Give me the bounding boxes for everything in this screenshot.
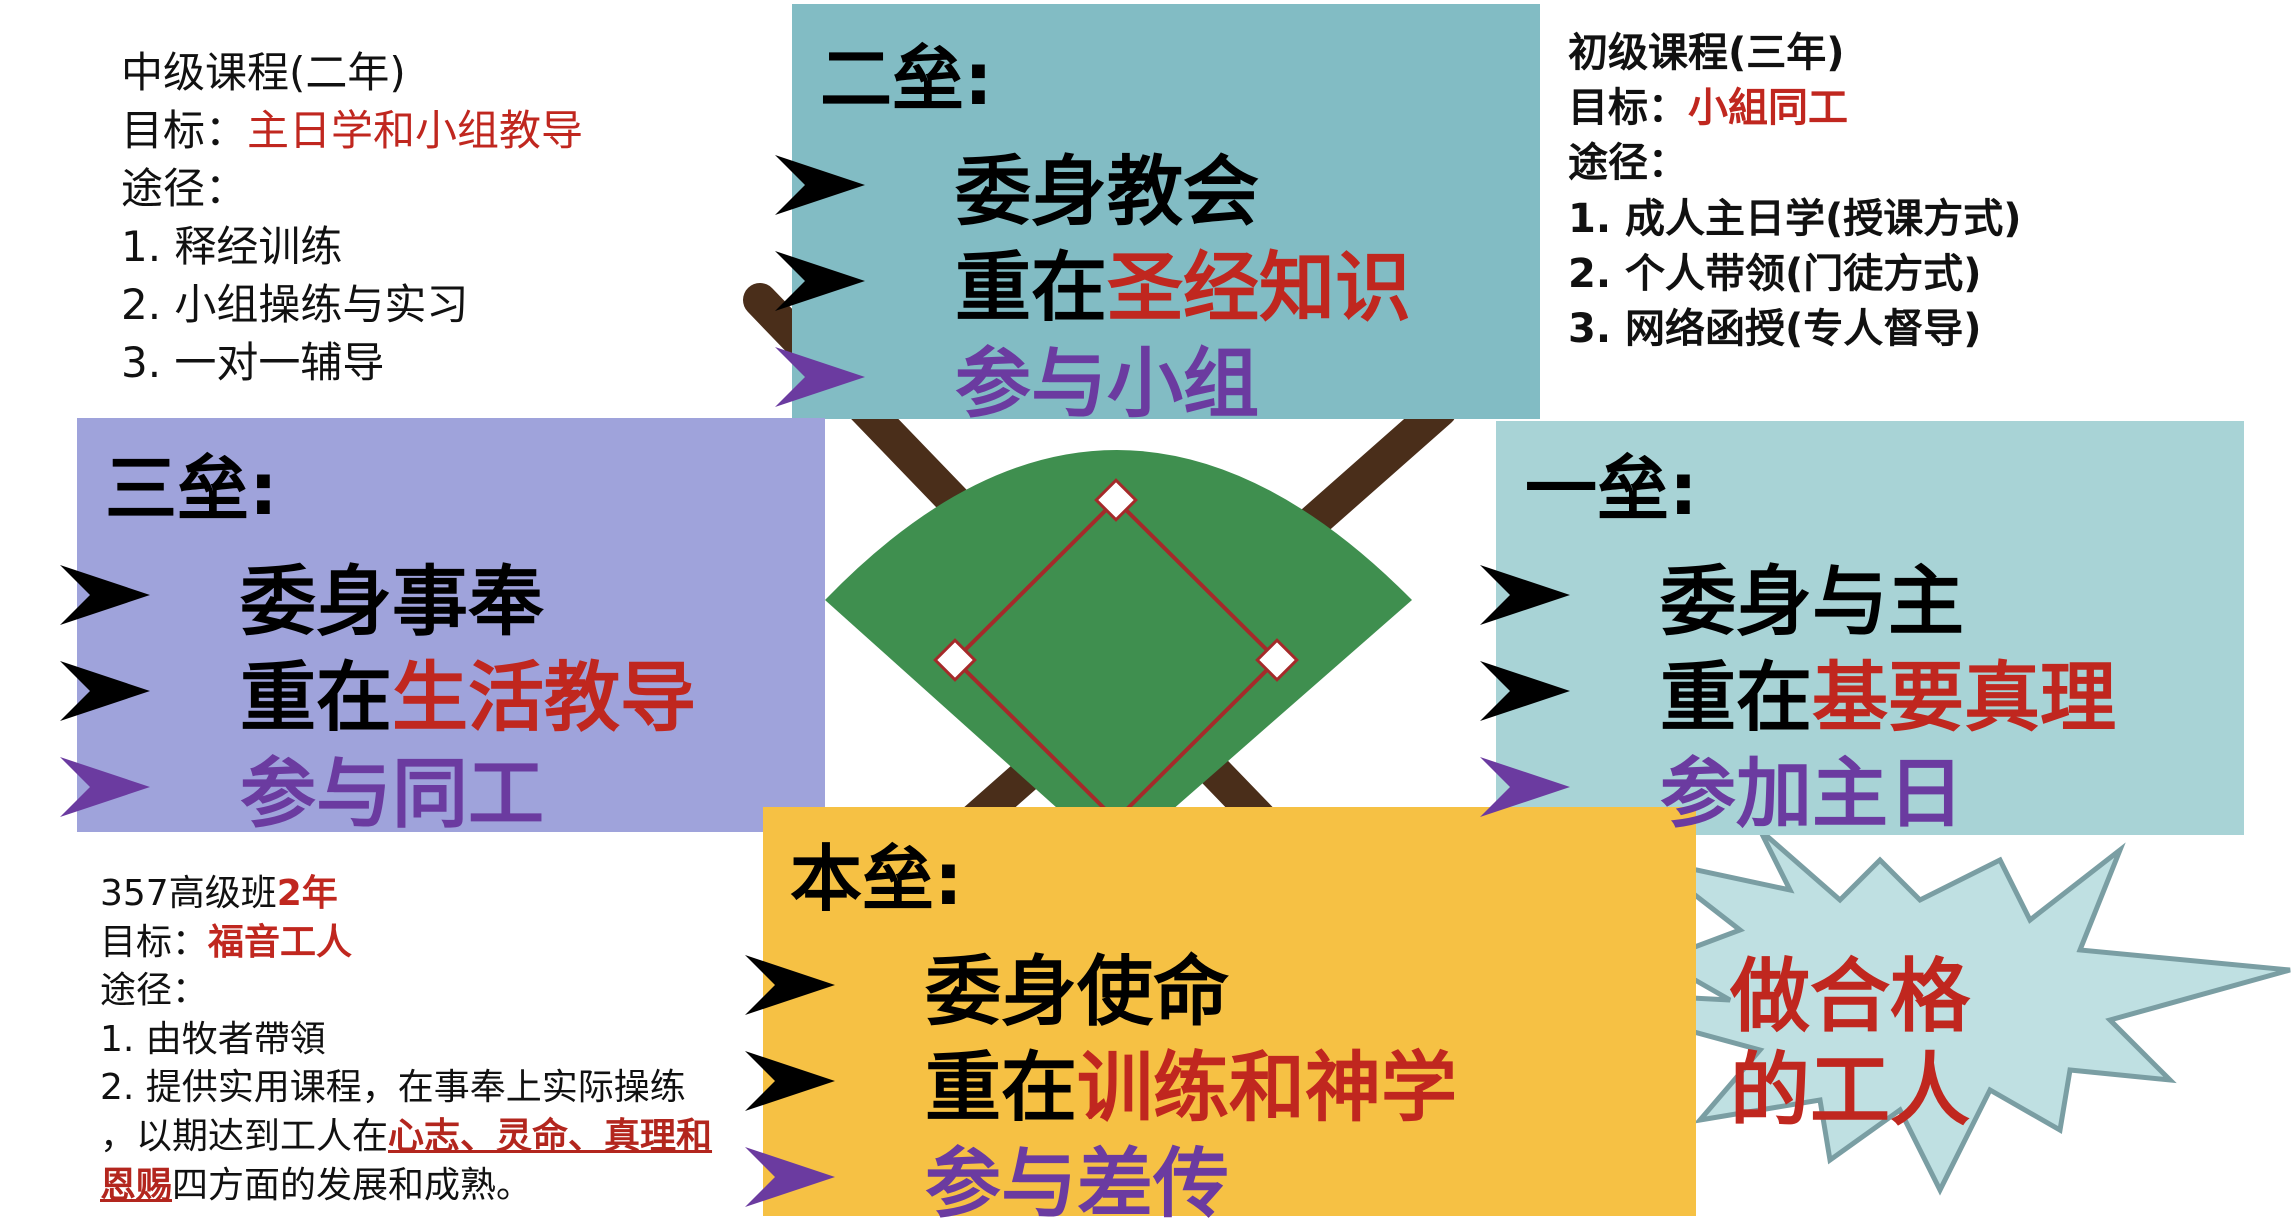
base-bullet-row: 参与差传 (745, 1122, 1229, 1232)
beginner-item: 1. 成人主日学(授课方式) (1568, 195, 2022, 242)
participation: 参与同工 (240, 749, 544, 838)
first-base-marker (1255, 638, 1299, 682)
beginner-goal-line: 目标：小組同工 (1568, 81, 2022, 136)
beginner-item: 2. 个人带领(门徒方式) (1568, 250, 1982, 297)
second-base-box (792, 4, 1540, 419)
intermediate-item: 2. 小组操练与实习 (121, 279, 469, 329)
base-bullet-row: 重在基要真理 (1480, 636, 2116, 746)
arrow-bullet-icon (745, 1051, 835, 1111)
focus-label: 重在 (240, 653, 392, 742)
base-bullet-row: 委身使命 (745, 930, 1229, 1040)
burst-text: 做合格 的工人 (1730, 950, 1970, 1139)
base-bullet-row: 参加主日 (1480, 732, 1964, 842)
focus: 基要真理 (1812, 653, 2116, 742)
intermediate-goal-line: 目标：主日学和小组教导 (121, 102, 583, 160)
advanced-highlight: 心志、灵命、真理和 (388, 1115, 713, 1157)
base-bullet-row: 重在圣经知识 (775, 226, 1411, 336)
focus-label: 重在 (955, 243, 1107, 332)
advanced-title-text: 357高级班 (100, 873, 277, 914)
path-label: 途径： (121, 163, 248, 213)
base-bullet-row: 委身教会 (775, 130, 1259, 240)
intermediate-title: 中级课程(二年) (121, 48, 406, 97)
third-base-box (77, 418, 825, 832)
home-base-box (763, 807, 1696, 1216)
burst-line: 的工人 (1730, 1044, 1970, 1138)
advanced-item: 1. 由牧者帶領 (100, 1018, 326, 1060)
advanced-item: 恩赐四方面的发展和成熟。 (100, 1162, 712, 1211)
third-base-title: 三垒: (105, 447, 278, 531)
base-bullet-row: 参与小组 (775, 322, 1259, 432)
goal-label: 目标： (100, 921, 209, 963)
focus: 生活教导 (392, 653, 696, 742)
arrow-bullet-icon (60, 661, 150, 721)
intermediate-goal: 主日学和小组教导 (247, 105, 584, 155)
advanced-item-text: 四方面的发展和成熟。 (172, 1164, 533, 1206)
beginner-course-note: 初级课程(三年) 目标：小組同工 途径： 1. 成人主日学(授课方式) 2. 个… (1568, 26, 2022, 357)
first-base-title: 一垒: (1525, 447, 1698, 531)
arrow-bullet-icon (745, 955, 835, 1015)
base-bullet-row: 委身事奉 (60, 540, 544, 650)
arrow-bullet-icon (60, 757, 150, 817)
arrow-bullet-icon (1480, 757, 1570, 817)
outfield-grass (825, 450, 1412, 860)
commitment: 委身与主 (1660, 557, 1964, 646)
second-base-marker (1094, 478, 1138, 522)
beginner-item: 3. 网络函授(专人督导) (1568, 305, 1982, 352)
advanced-goal: 福音工人 (208, 921, 353, 963)
advanced-goal-line: 目标：福音工人 (100, 919, 712, 968)
advanced-duration: 2年 (276, 873, 338, 914)
participation: 参与小组 (955, 339, 1259, 428)
advanced-item: ，以期达到工人在心志、灵命、真理和 (100, 1113, 712, 1162)
focus: 训练和神学 (1077, 1043, 1457, 1132)
commitment: 委身教会 (955, 147, 1259, 236)
arrow-bullet-icon (775, 155, 865, 215)
advanced-title: 357高级班2年 (100, 870, 712, 919)
focus-label: 重在 (1660, 653, 1812, 742)
arrow-bullet-icon (1480, 661, 1570, 721)
base-bullet-row: 委身与主 (1480, 540, 1964, 650)
arrow-bullet-icon (1480, 565, 1570, 625)
participation: 参加主日 (1660, 749, 1964, 838)
arrow-bullet-icon (775, 251, 865, 311)
starburst-shape (1539, 828, 2291, 1196)
intermediate-item: 1. 释经训练 (121, 221, 343, 271)
goal-label: 目标： (1568, 85, 1688, 132)
advanced-course-note: 357高级班2年 目标：福音工人 途径： 1. 由牧者帶領 2. 提供实用课程，… (100, 870, 712, 1210)
home-base-title: 本垒: (790, 837, 963, 921)
arrow-bullet-icon (775, 347, 865, 407)
advanced-item-text: ，以期达到工人在 (100, 1115, 389, 1157)
path-label: 途径： (1568, 140, 1688, 187)
advanced-highlight: 恩赐 (100, 1164, 173, 1206)
commitment: 委身使命 (925, 947, 1229, 1036)
participation: 参与差传 (925, 1139, 1229, 1228)
intermediate-course-note: 中级课程(二年) 目标：主日学和小组教导 途径： 1. 释经训练 2. 小组操练… (121, 44, 583, 392)
focus-label: 重在 (925, 1043, 1077, 1132)
base-bullet-row: 重在训练和神学 (745, 1026, 1457, 1136)
focus: 圣经知识 (1107, 243, 1411, 332)
third-base-marker (933, 638, 977, 682)
second-base-title: 二垒: (820, 37, 993, 121)
beginner-goal: 小組同工 (1688, 85, 1848, 132)
commitment: 委身事奉 (240, 557, 544, 646)
base-bullet-row: 参与同工 (60, 732, 544, 842)
intermediate-item: 3. 一对一辅导 (121, 337, 385, 387)
burst-line: 做合格 (1730, 950, 1970, 1043)
goal-label: 目标： (121, 105, 248, 155)
beginner-title: 初级课程(三年) (1568, 30, 1845, 76)
path-label: 途径： (100, 970, 209, 1012)
first-base-box (1496, 421, 2244, 835)
arrow-bullet-icon (60, 565, 150, 625)
advanced-item: 2. 提供实用课程，在事奉上实际操练 (100, 1067, 686, 1109)
arrow-bullet-icon (745, 1147, 835, 1207)
base-bullet-row: 重在生活教导 (60, 636, 696, 746)
